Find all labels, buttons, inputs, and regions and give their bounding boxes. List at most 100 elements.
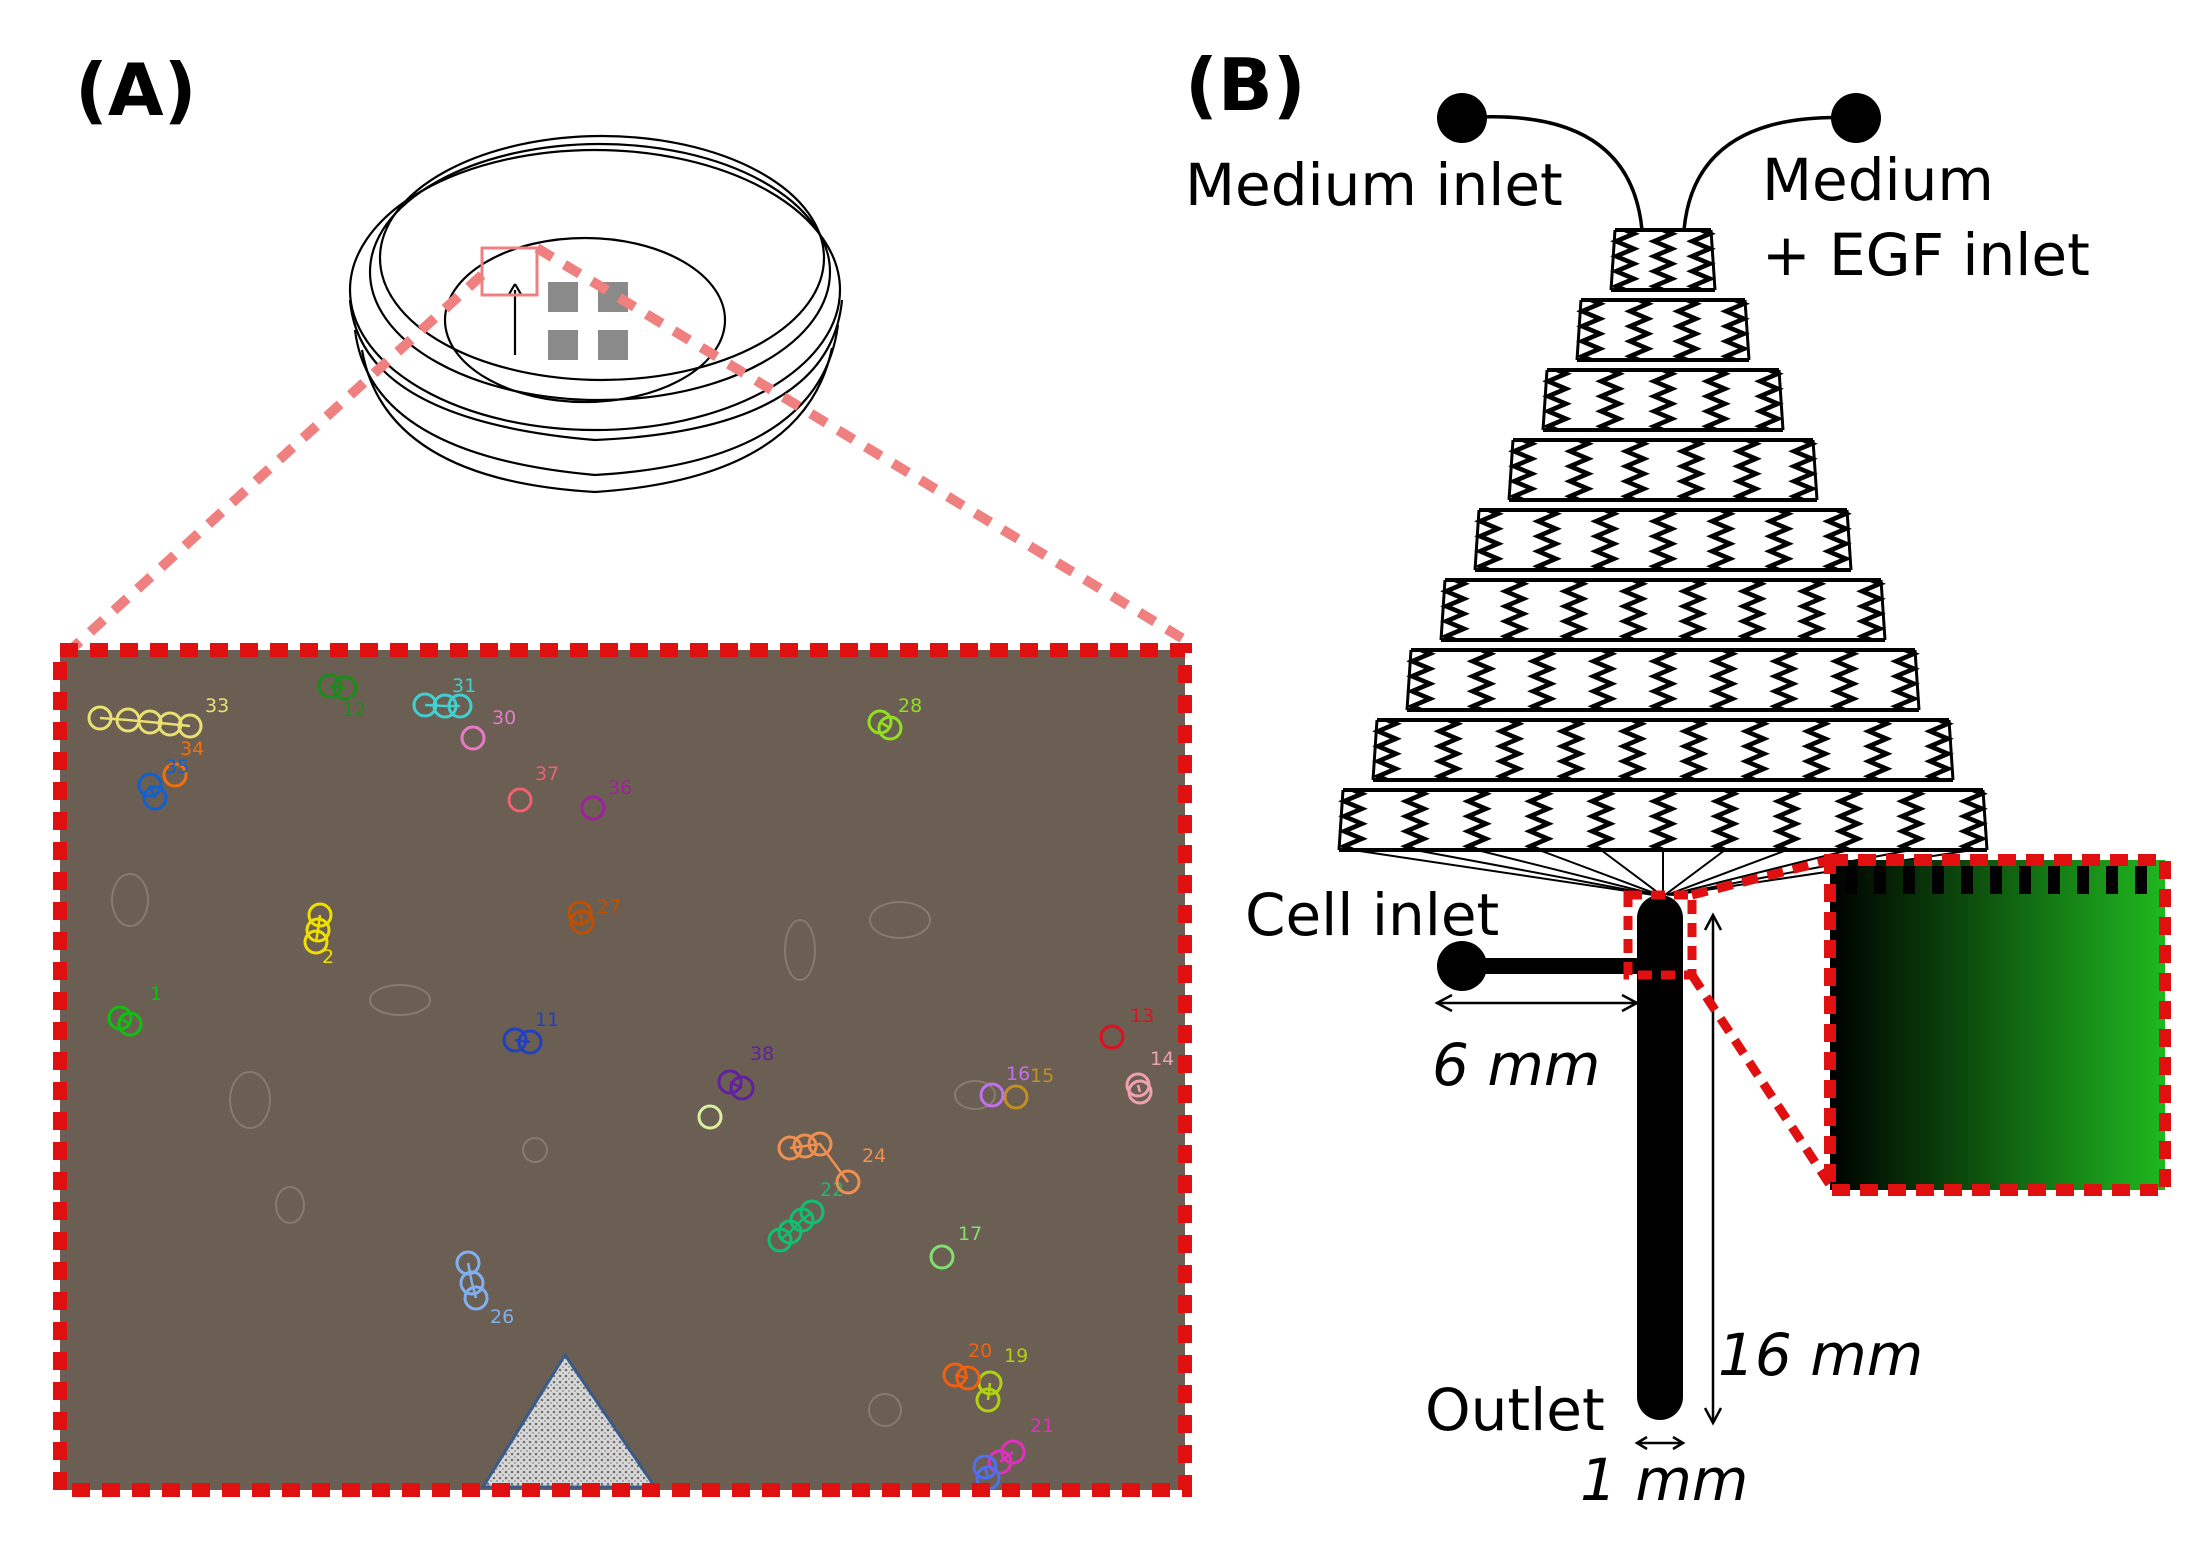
cell-marker [137,772,163,798]
outlet-channel [1414,849,1656,896]
serpentine-channel [1587,647,1618,713]
serpentine-channel [1677,577,1708,643]
serpentine-channel [1648,647,1678,713]
network-edge [1541,369,1549,431]
cell-marker [507,787,533,813]
serpentine-channel [1769,647,1799,713]
main-channel [1637,895,1683,1420]
serpentine-channel [1648,367,1678,433]
dim-6mm-arrow [1434,993,1640,1013]
cell-marker [463,1285,489,1311]
cell-id-label: 24 [862,1145,886,1167]
cell-marker [1127,1079,1153,1105]
outlet-channel [1600,849,1662,896]
medium-inlet-tube [1461,115,1644,231]
network-edge [1405,649,1413,711]
cell-marker [987,1449,1013,1475]
cell-inlet-channel [1462,958,1640,974]
cell-id-label: 35 [165,756,189,778]
cell-marker [835,1169,861,1195]
cell-track: 22 [767,1179,844,1253]
serpentine-channel [1466,647,1497,713]
serpentine-channel [1610,227,1640,293]
serpentine-channel [1595,367,1625,433]
cell-id-label: 30 [492,707,516,729]
serpentine-channel [1508,437,1538,503]
cell-marker [799,1199,825,1225]
cell-track: 2 [303,902,334,968]
serpentine-channel [1576,297,1606,363]
serpentine-channel [1617,717,1648,783]
inset-tooth [1874,866,1886,894]
cell-marker [137,709,163,735]
serpentine-channel [1764,507,1794,573]
outlet-channel [1352,849,1654,896]
cell-track [697,1104,723,1130]
serpentine-channel [1648,787,1678,853]
cell-marker [1003,1084,1029,1110]
cell-track: 1 [107,983,162,1037]
cell-id-label: 12 [342,699,366,721]
micrograph-border [53,643,1192,1497]
cell-marker [955,1365,981,1391]
panel-a: (A) [53,48,1192,1497]
inset-tooth [1903,866,1915,894]
cell-track: 38 [717,1043,774,1101]
network-edge [1609,229,1617,291]
cell-track: 15 [1003,1065,1054,1110]
serpentine-channel [1686,227,1716,293]
outlet-channel [1476,849,1658,896]
serpentine-channel [1372,717,1402,783]
network-edge [1337,789,1345,851]
cell-marker [142,785,168,811]
cell-marker [332,675,358,701]
cell-marker [177,713,203,739]
network-edge [1913,649,1921,711]
cell-trajectory [578,912,584,923]
cell-marker [942,1362,968,1388]
serpentine-channel [1822,507,1852,573]
serpentine-channel [1676,437,1706,503]
dim-1mm-label: 1 mm [1580,1446,1748,1514]
cell-track: 12 [317,673,366,721]
serpentine-channel [1648,227,1678,293]
inset-tooth [2077,866,2089,894]
serpentine-channel [1896,787,1926,853]
serpentine-channel [1924,717,1954,783]
network-edge [1845,509,1853,571]
gradient-inset [1824,854,2171,1196]
cell-marker [717,1069,743,1095]
cell-marker [697,1104,723,1130]
medium-inlet-label: Medium inlet [1185,151,1563,219]
cell-track: 24 [777,1131,886,1195]
serpentine-channel [1494,717,1525,783]
serpentine-channel [1890,647,1920,713]
cell-marker [877,715,903,741]
cell-id-label: 27 [597,896,621,918]
panel-b: (B) Medium inlet Medium + EGF inlet Cell… [1185,43,2171,1514]
outlet-channel [1664,849,1726,896]
cell-marker [307,902,333,928]
serpentine-channel [1862,717,1893,783]
cell-marker [979,1082,1005,1108]
cell-trajectory [999,1451,1014,1463]
cell-marker [777,1135,803,1161]
medium-egf-label-line1: Medium [1762,146,1994,214]
serpentine-channel [1958,787,1988,853]
serpentine-channel [1740,717,1770,783]
cell-trajectory [99,716,191,728]
cell-id-label: 26 [490,1306,514,1328]
inset-tooth [2135,866,2147,894]
serpentine-channel [1772,787,1802,853]
cell-trajectory [779,1211,813,1241]
cell-marker [117,1011,143,1037]
cell-track: 17 [929,1223,982,1270]
cell-marker [729,1075,755,1101]
cell-marker [459,1270,485,1296]
cell-id-label: 37 [535,763,559,785]
serpentine-channel [1440,577,1470,643]
cell-id-label: 1 [150,983,162,1005]
network-edge [1371,719,1379,781]
cell-track: 13 [1099,1005,1154,1050]
serpentine-channel [1834,787,1864,853]
